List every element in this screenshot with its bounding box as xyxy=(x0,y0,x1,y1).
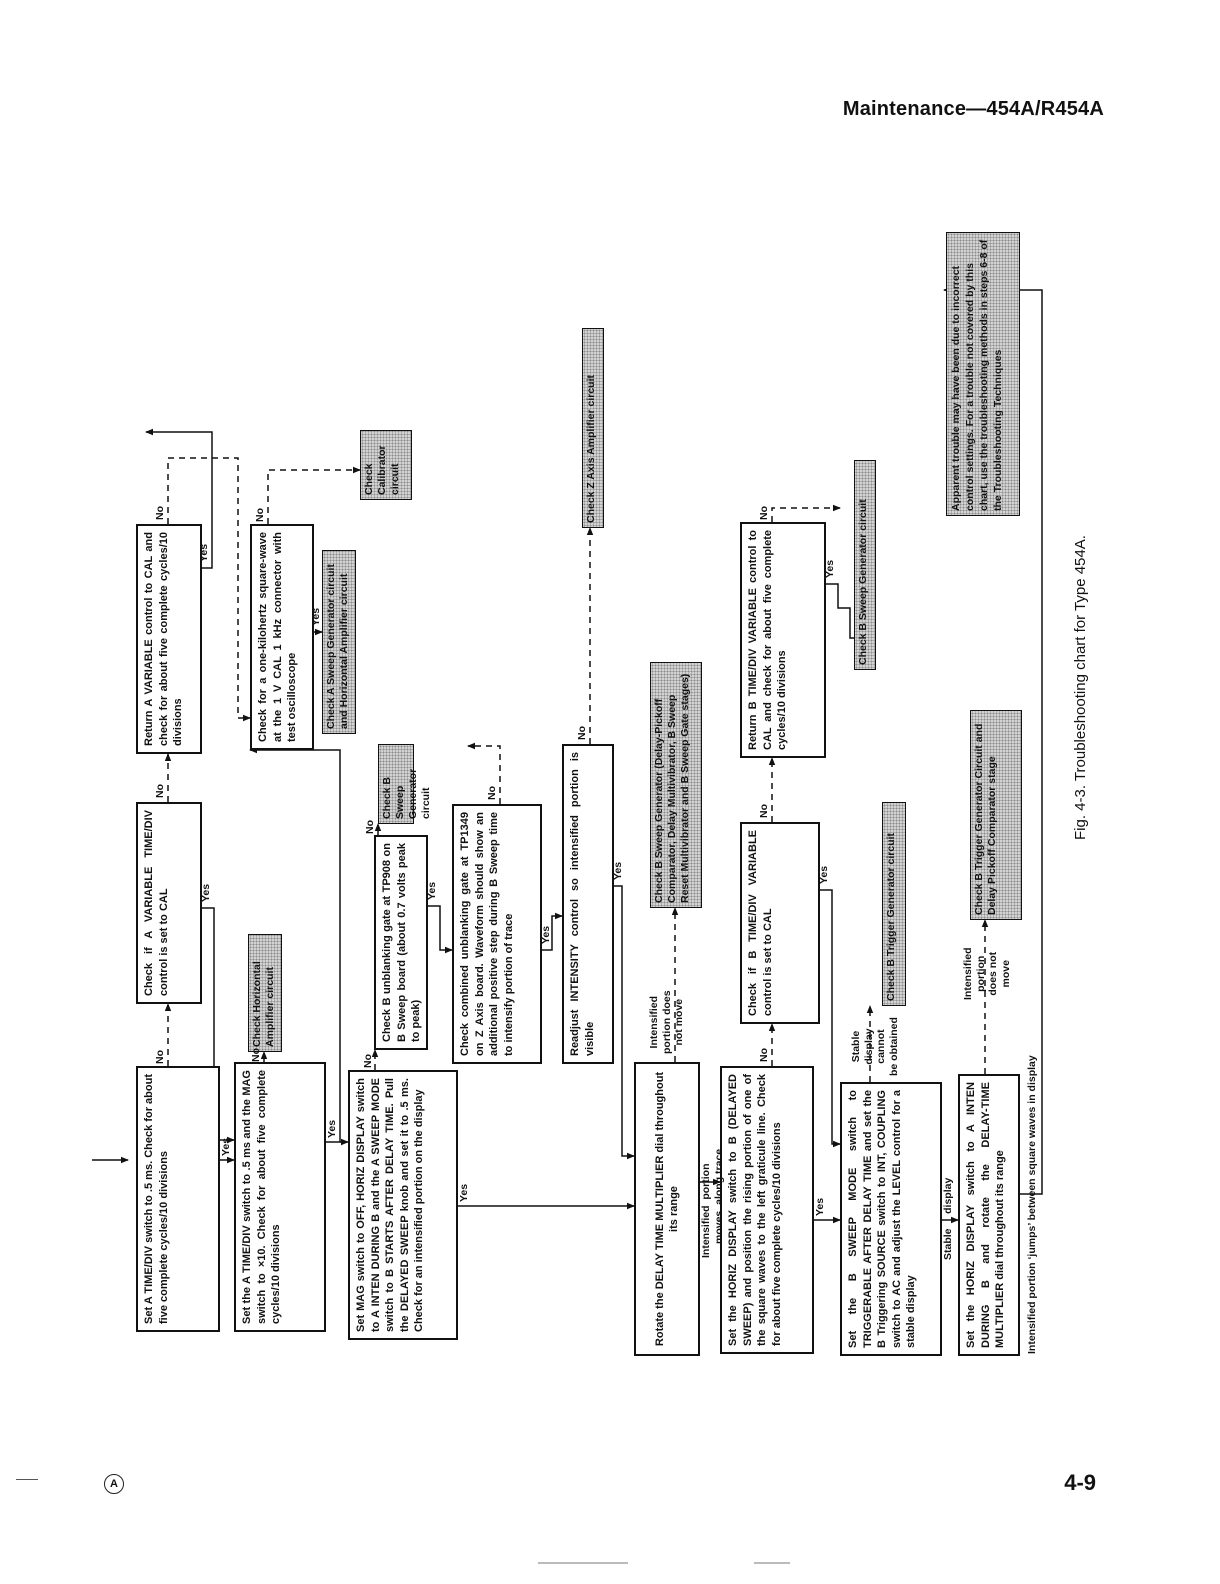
result-b-sweep-stages: Check B Sweep Generator (Delay-Pickoff C… xyxy=(650,662,702,908)
page-number: 4-9 xyxy=(1064,1470,1096,1495)
no-label: No xyxy=(362,1054,374,1068)
result-apparent-trouble: Apparent trouble may have been due to in… xyxy=(946,232,1020,516)
yes-label: Yes xyxy=(458,1183,470,1202)
revision-mark: A xyxy=(104,1474,124,1494)
step-check-cal-square-wave: Check for a one-kilohertz square-wave at… xyxy=(250,524,314,750)
yes-label: Yes xyxy=(310,607,322,626)
label-line: display xyxy=(942,1177,954,1214)
yes-label: Yes xyxy=(824,559,836,578)
page-header-title: Maintenance—454A/R454A xyxy=(842,98,1104,120)
figure-caption: Fig. 4-3. Troubleshooting chart for Type… xyxy=(1072,535,1089,840)
yes-label: Yes xyxy=(814,1197,826,1216)
label-line: Intensified xyxy=(648,995,660,1049)
no-label: No xyxy=(154,506,166,520)
label-line: be obtained xyxy=(887,1017,900,1076)
no-label: No xyxy=(486,786,498,800)
yes-label: Yes xyxy=(198,543,210,562)
label-intensified-not-move-2: Intensified portion does not move xyxy=(962,947,1012,1000)
step-set-mag-x10: Set the A TIME/DIV switch to .5 ms and t… xyxy=(234,1062,326,1332)
yes-arrow-s2 xyxy=(249,746,341,1143)
result-horizontal-amplifier: Check Horizontal Amplifier circuit xyxy=(248,934,282,1052)
result-calibrator: Check Calibrator circuit xyxy=(360,430,412,500)
step-return-b-variable: Return B TIME/DIV VARIABLE control to CA… xyxy=(740,522,826,758)
scan-mark xyxy=(16,1479,38,1480)
yes-arrow-s3b xyxy=(542,912,563,951)
no-label: No xyxy=(576,726,588,740)
yes-label: Yes xyxy=(426,881,438,900)
label-intensified-not-move: Intensified portion does not move xyxy=(648,990,686,1054)
result-b-trigger-generator: Check B Trigger Generator circuit xyxy=(882,802,906,1006)
label-line: moves xyxy=(712,1210,725,1244)
result-a-sweep-generator: Check A Sweep Generator circuit and Hori… xyxy=(322,550,356,734)
no-label: No xyxy=(758,804,770,818)
flowchart-connectors xyxy=(92,286,1043,1224)
yes-arrow-s3c xyxy=(614,885,635,1160)
label-line: Intensified xyxy=(962,947,974,1000)
no-arrow-s2b xyxy=(267,466,361,524)
troubleshooting-flowchart: Set A TIME/DIV switch to .5 ms. Check fo… xyxy=(90,220,1120,1370)
label-line: portion xyxy=(700,1163,712,1200)
label-line: Intensified xyxy=(700,1205,712,1258)
label-line: cannot xyxy=(875,1029,887,1064)
no-label: No xyxy=(154,1050,166,1064)
yes-label: Yes xyxy=(818,865,830,884)
step-check-b-unblanking: Check B unblanking gate at TP908 on B Sw… xyxy=(374,835,428,1050)
result-b-sweep-generator-2: Check B Sweep Generator circuit xyxy=(854,460,876,670)
scan-mark xyxy=(538,1562,628,1564)
no-label: No xyxy=(758,506,770,520)
step-set-b-triggerable: Set the B SWEEP MODE switch to TRIGGERAB… xyxy=(840,1082,942,1356)
step-return-a-variable: Return A VARIABLE control to CAL and che… xyxy=(136,524,202,754)
label-line: along trace xyxy=(712,1148,725,1205)
label-line: Stable xyxy=(850,1030,862,1063)
label-line: does not xyxy=(987,951,999,996)
result-b-sweep-generator: Check B Sweep Generator circuit xyxy=(378,744,432,824)
label-stable-display: Stable display xyxy=(942,1178,955,1260)
no-arrow-s5b xyxy=(771,504,841,522)
no-label: No xyxy=(254,508,266,522)
no-label: No xyxy=(154,784,166,798)
yes-arrow-s5b xyxy=(826,583,873,642)
no-arrow-s1b xyxy=(167,457,251,722)
label-line: portion xyxy=(974,955,987,992)
step-set-delayed-sweep: Set MAG switch to OFF, HORIZ DISPLAY swi… xyxy=(348,1070,458,1340)
label-line: move xyxy=(999,960,1012,988)
yes-arrow-s3a xyxy=(428,905,453,954)
yes-arrow-s5a xyxy=(820,889,841,1148)
yes-label: Yes xyxy=(540,925,552,944)
label-line: display xyxy=(862,1028,875,1065)
no-label: No xyxy=(250,1048,262,1062)
no-label: No xyxy=(758,1048,770,1062)
yes-label: Yes xyxy=(200,883,212,902)
label-intensified-moves: Intensified portion moves along trace xyxy=(700,1149,725,1258)
yes-arrow-s1a xyxy=(202,907,235,1144)
yes-label: Yes xyxy=(326,1119,338,1138)
no-arrow-s3b xyxy=(467,742,501,804)
label-intensified-jumps: Intensified portion ‘jumps’ between squa… xyxy=(1026,1055,1038,1354)
no-label: No xyxy=(364,820,376,834)
result-b-trigger-delay-pickoff: Check B Trigger Generator Circuit and De… xyxy=(970,710,1022,920)
step-check-b-variable: Check if B TIME/DIV VARIABLE control is … xyxy=(740,822,820,1024)
label-stable-cannot: Stable display cannot be obtained xyxy=(850,1017,900,1076)
step-readjust-intensity: Readjust INTENSITY control so intensifie… xyxy=(562,744,614,1064)
step-set-b-delayed-sweep: Set the HORIZ DISPLAY switch to B (DELAY… xyxy=(720,1066,814,1354)
step-rotate-delay-multiplier: Rotate the DELAY TIME MULTIPLIER dial th… xyxy=(634,1062,700,1356)
step-check-combined-unblanking: Check combined unblanking gate at TP1349… xyxy=(452,804,542,1064)
yes-arrow-s1b xyxy=(145,428,213,569)
yes-label: Yes xyxy=(220,1137,232,1156)
yes-label: Yes xyxy=(612,861,624,880)
step-set-a-time-div: Set A TIME/DIV switch to .5 ms. Check fo… xyxy=(136,1066,220,1332)
result-z-axis-amplifier: Check Z Axis Amplifier circuit xyxy=(582,328,604,528)
label-line: Stable xyxy=(942,1228,954,1260)
label-line: not move xyxy=(673,998,685,1046)
step-check-a-variable: Check if A VARIABLE TIME/DIV control is … xyxy=(136,802,202,1004)
scan-mark xyxy=(754,1562,790,1564)
label-line: portion does xyxy=(660,990,673,1054)
step-set-a-inten-during-b: Set the HORIZ DISPLAY switch to A INTEN … xyxy=(958,1074,1020,1356)
